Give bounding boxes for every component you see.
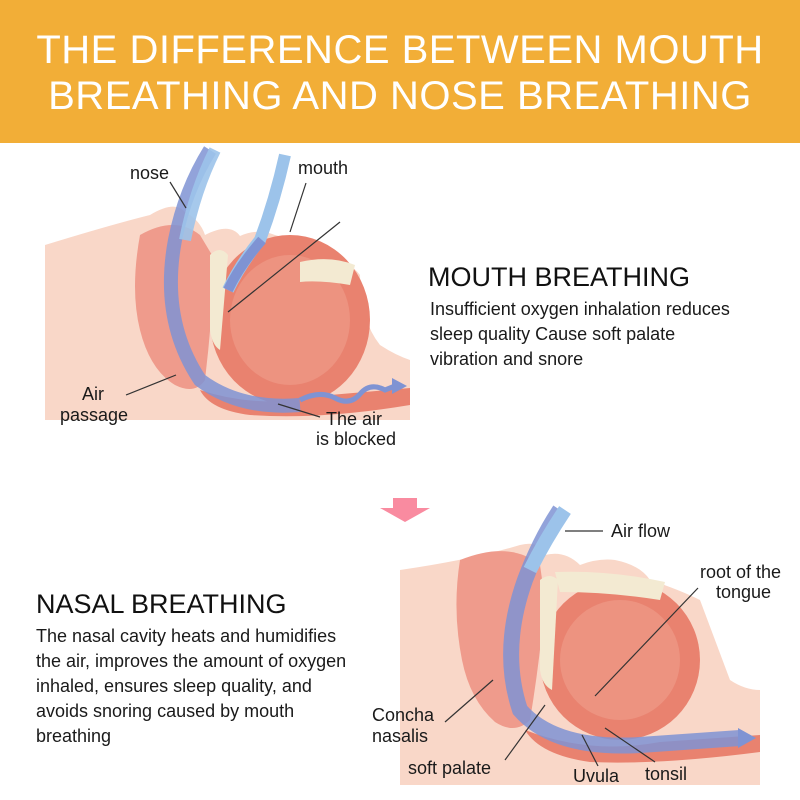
title-line-2: BREATHING AND NOSE BREATHING (48, 74, 752, 118)
label-concha-2: nasalis (372, 726, 429, 746)
title-banner: THE DIFFERENCE BETWEEN MOUTH BREATHING A… (0, 0, 800, 143)
label-air-passage-2: passage (60, 405, 129, 425)
nasal-breathing-desc-1: The nasal cavity heats and humidifies (36, 626, 337, 646)
label-mouth: mouth (298, 158, 349, 178)
label-root-tongue-1: root of the (700, 562, 782, 582)
nasal-breathing-desc-4: avoids snoring caused by mouth (36, 701, 295, 721)
mouth-breathing-desc-1: Insufficient oxygen inhalation reduces (430, 299, 730, 319)
nasal-breathing-desc-3: inhaled, ensures sleep quality, and (36, 676, 312, 696)
label-nose: nose (130, 163, 170, 183)
mouth-breathing-desc-2: sleep quality Cause soft palate (430, 324, 676, 344)
label-air-passage-1: Air (82, 384, 104, 404)
mouth-breathing-heading: MOUTH BREATHING (428, 262, 690, 292)
label-concha-1: Concha (372, 705, 435, 725)
nasal-breathing-desc-5: breathing (36, 726, 112, 746)
nasal-breathing-desc-2: the air, improves the amount of oxygen (36, 651, 347, 671)
mouth-breathing-desc-3: vibration and snore (430, 349, 584, 369)
blocked-air-arrow (298, 383, 396, 404)
label-tonsil: tonsil (645, 764, 688, 784)
palate-bone (555, 571, 665, 600)
label-air-flow: Air flow (611, 521, 671, 541)
nasal-breathing-heading: NASAL BREATHING (36, 589, 287, 619)
palate-bone (300, 259, 355, 285)
label-air-blocked-2: is blocked (316, 429, 397, 449)
label-soft-palate: soft palate (408, 758, 492, 778)
nose-airflow (163, 146, 301, 413)
label-air-blocked-1: The air (326, 409, 383, 429)
label-root-tongue-2: tongue (716, 582, 772, 602)
title-line-1: THE DIFFERENCE BETWEEN MOUTH (36, 28, 764, 72)
label-uvula: Uvula (573, 766, 620, 786)
